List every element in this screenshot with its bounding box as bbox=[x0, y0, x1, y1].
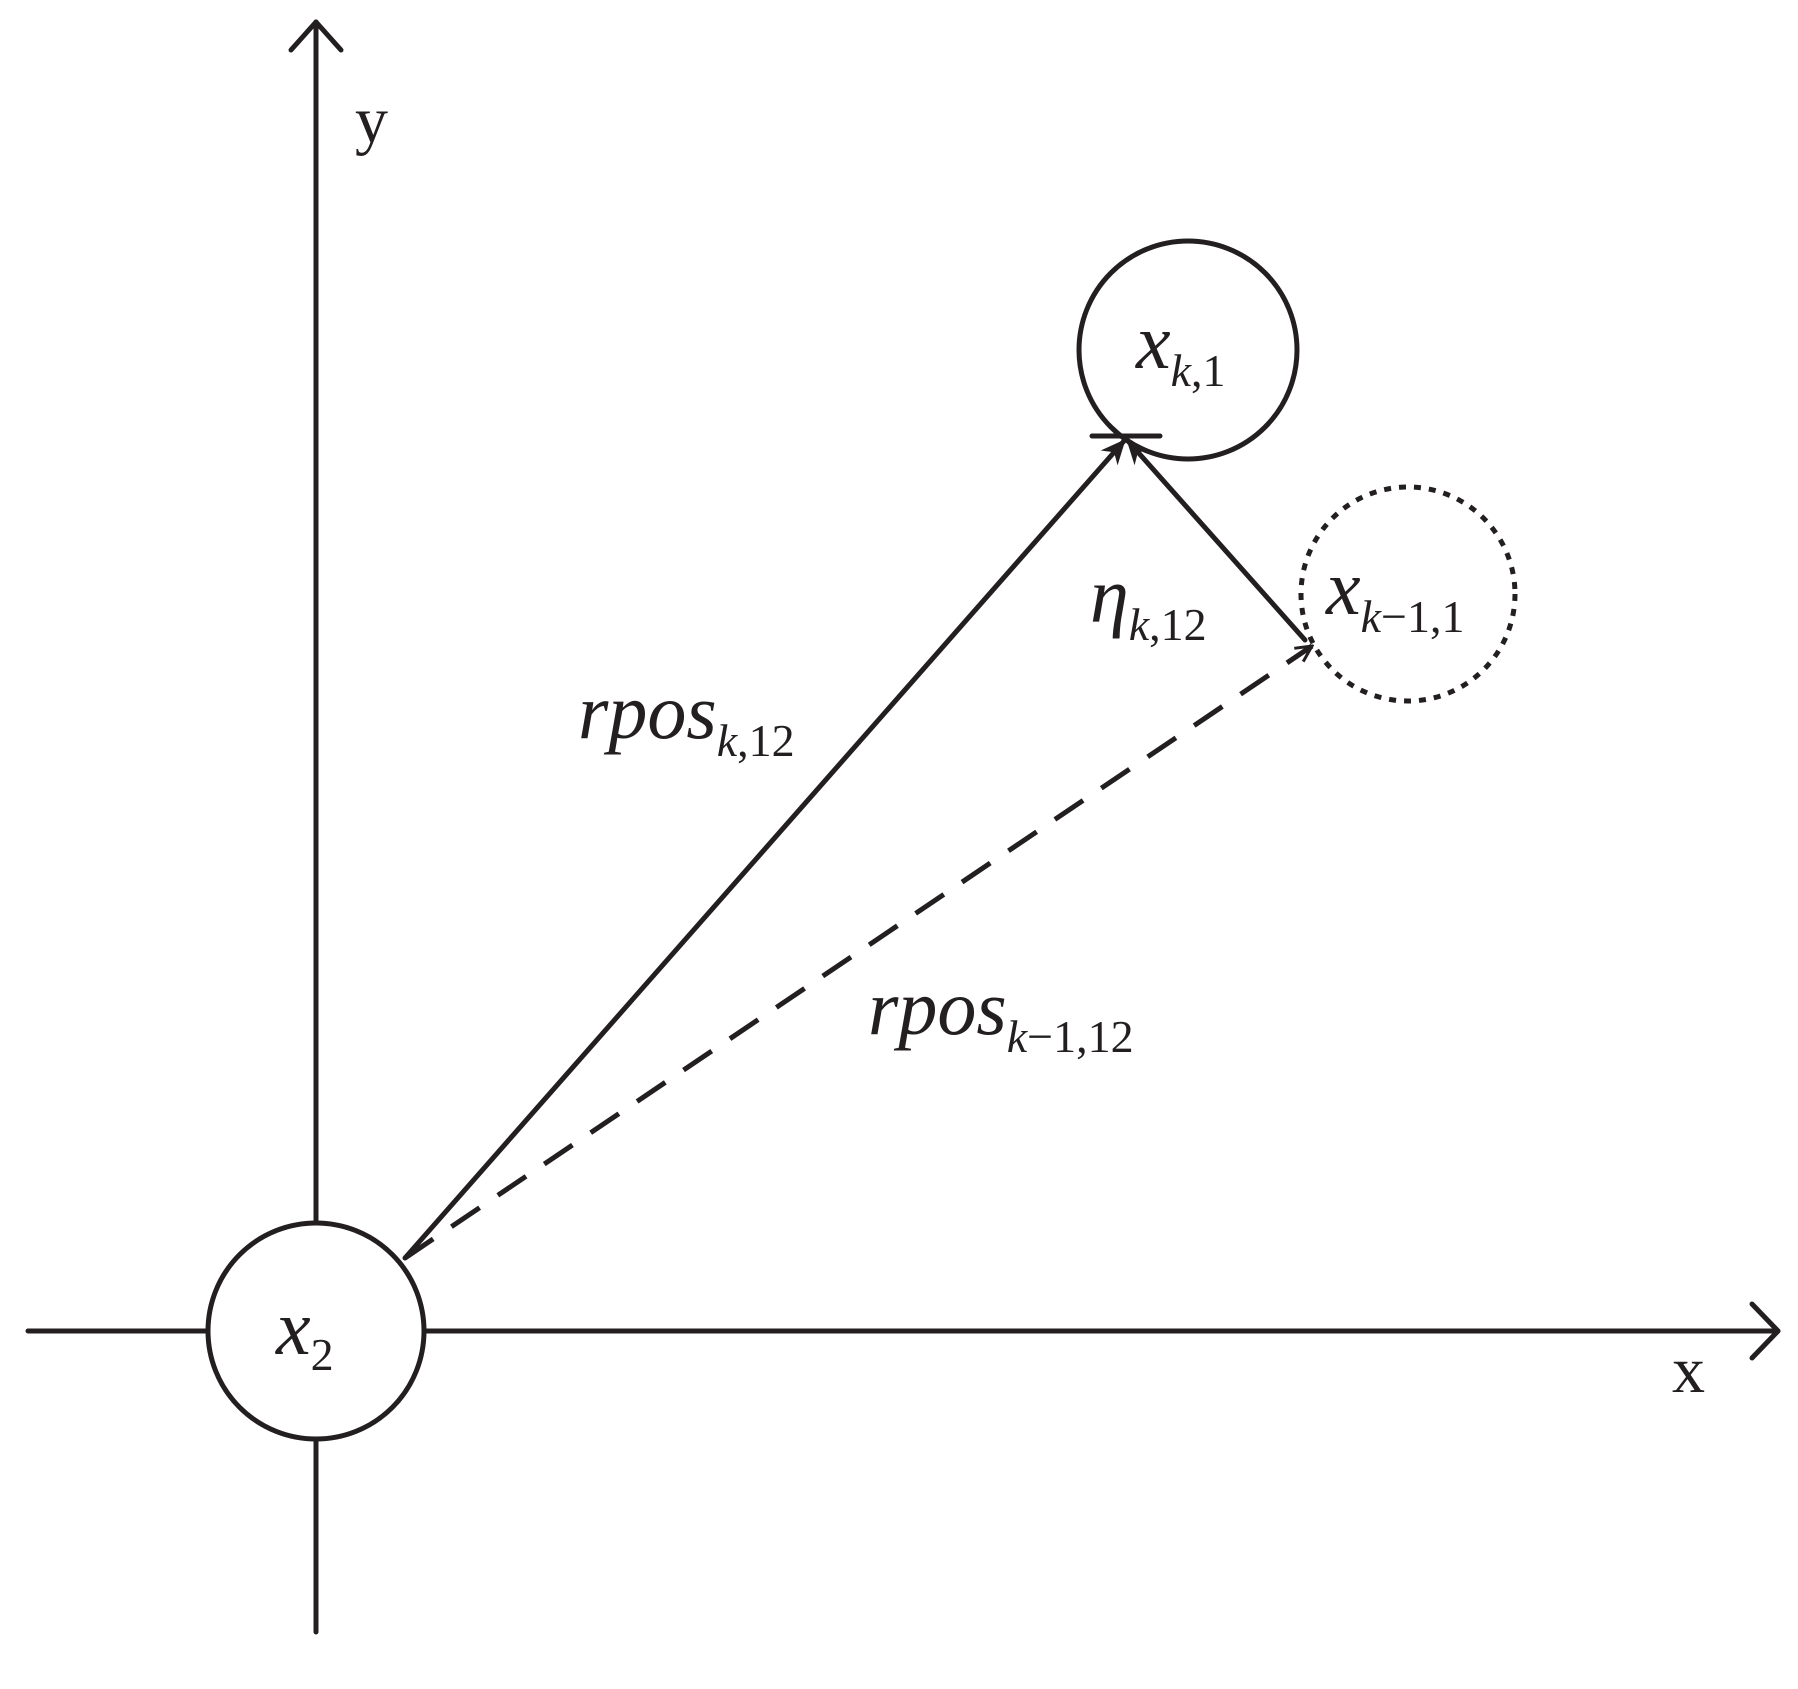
node-x2-circle bbox=[205, 1220, 427, 1442]
rpos-k-label: rposk,12 bbox=[578, 668, 795, 766]
node-xk1-label: xk,1 bbox=[1135, 298, 1226, 396]
node-xk-1-1-label: xk−1,1 bbox=[1325, 544, 1465, 642]
y-axis-arrowhead bbox=[288, 19, 344, 53]
rpos-k-1-label: rposk−1,12 bbox=[868, 964, 1134, 1062]
eta-vector bbox=[1125, 438, 1308, 643]
rpos-k-vector bbox=[402, 438, 1127, 1261]
node-x2-label: x2 bbox=[275, 1284, 334, 1380]
node-xk-1-1-circle bbox=[1298, 484, 1518, 704]
rpos-k-1-vector bbox=[403, 643, 1312, 1261]
node-xk1-circle bbox=[1076, 238, 1300, 462]
y-axis-label: y bbox=[355, 84, 388, 157]
x-axis-arrowhead bbox=[1749, 1301, 1781, 1361]
eta-label: ηk,12 bbox=[1090, 552, 1207, 650]
x-axis-label: x bbox=[1672, 1334, 1705, 1407]
